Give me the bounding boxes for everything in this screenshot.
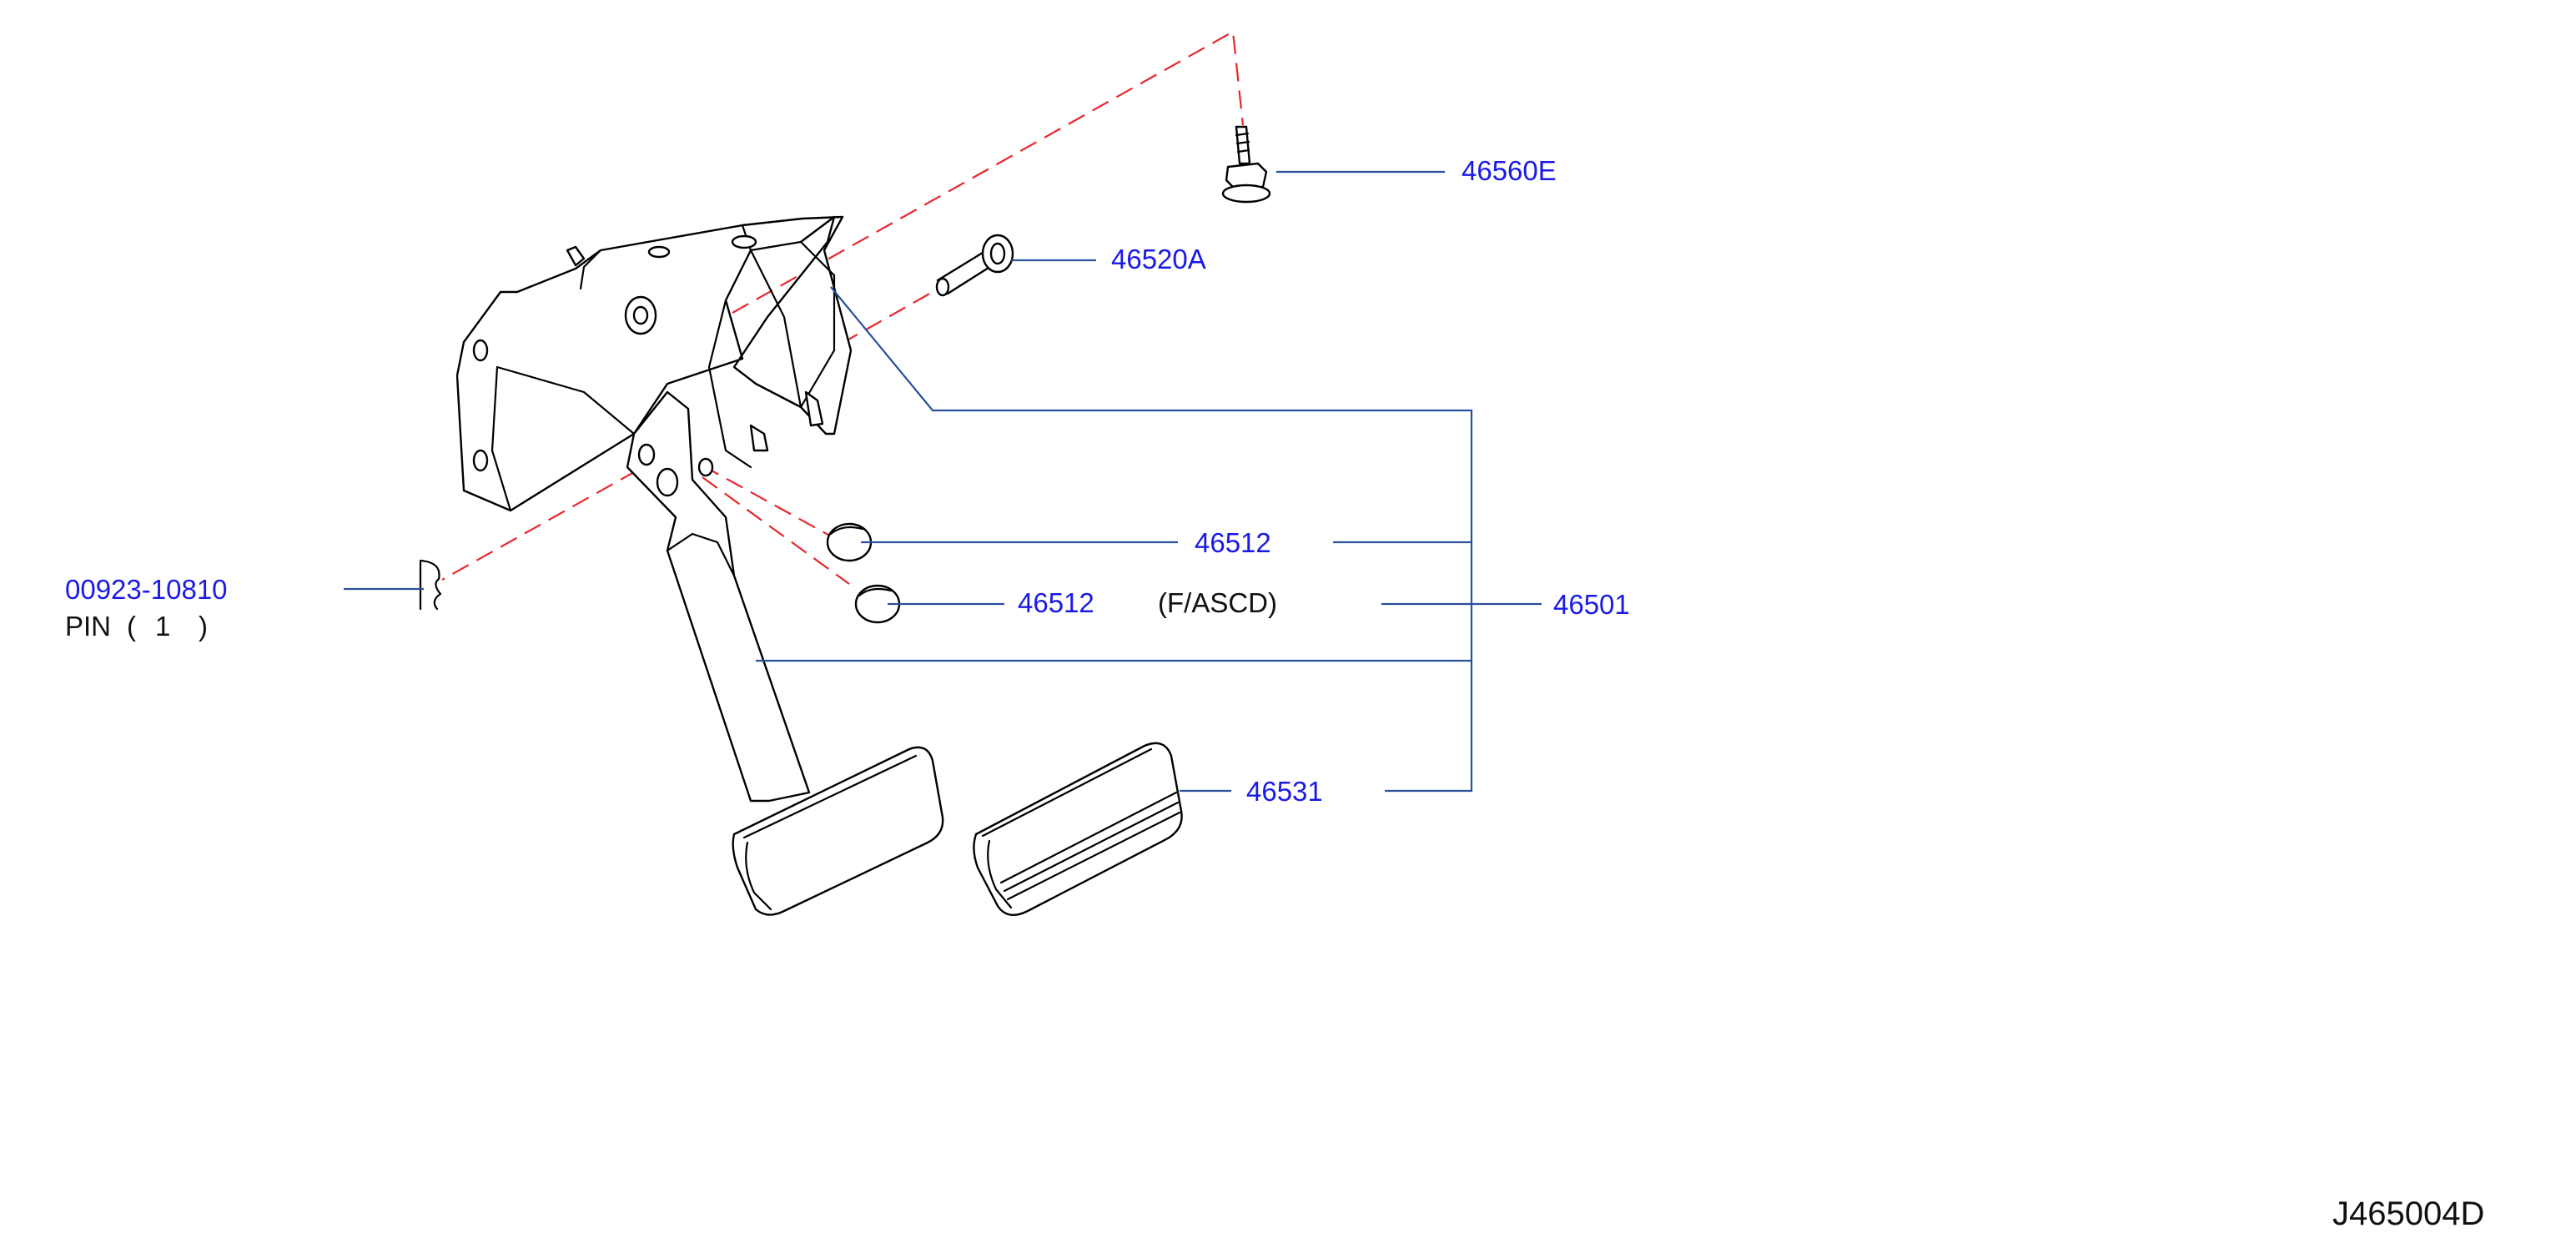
clevis-pin-46520A (935, 234, 1014, 297)
snap-pin-00923-10810 (419, 559, 442, 611)
guide-stopper-upper (702, 465, 835, 539)
label-00923-10810: 00923-10810 (65, 574, 228, 605)
leader-lines (344, 170, 1542, 793)
label-46531: 46531 (1246, 776, 1323, 807)
stopper-46512-lower (854, 584, 901, 624)
label-pin-qty: 1 (155, 611, 170, 642)
pedal-arm (626, 390, 811, 803)
label-f-ascd: (F/ASCD) (1158, 587, 1277, 618)
guide-bolt (732, 30, 1245, 314)
label-pin-paren-close: ) (199, 611, 208, 642)
label-46512-upper: 46512 (1195, 527, 1271, 558)
stopper-46512-upper (826, 522, 873, 562)
guide-clevis-pin (817, 284, 945, 358)
pedal-bracket (455, 215, 853, 512)
pedal-pad-46531 (973, 742, 1183, 916)
label-46520A: 46520A (1111, 244, 1206, 274)
bolt-46560E (1221, 125, 1271, 204)
label-46501: 46501 (1553, 589, 1630, 620)
label-pin-paren-open: ( (127, 611, 136, 642)
assembly-guides (441, 30, 1245, 585)
label-46560E: 46560E (1462, 155, 1557, 186)
diagram-code: J465004D (2332, 1195, 2484, 1232)
callout-labels: 46560E 46520A 46512 46512 (F/ASCD) 46501… (65, 155, 2484, 1232)
label-pin-name: PIN (65, 611, 111, 642)
guide-pin (441, 456, 662, 581)
label-46512-lower: 46512 (1018, 587, 1094, 618)
guide-stopper-lower (702, 476, 850, 585)
pedal-pad-fitted (732, 746, 944, 916)
